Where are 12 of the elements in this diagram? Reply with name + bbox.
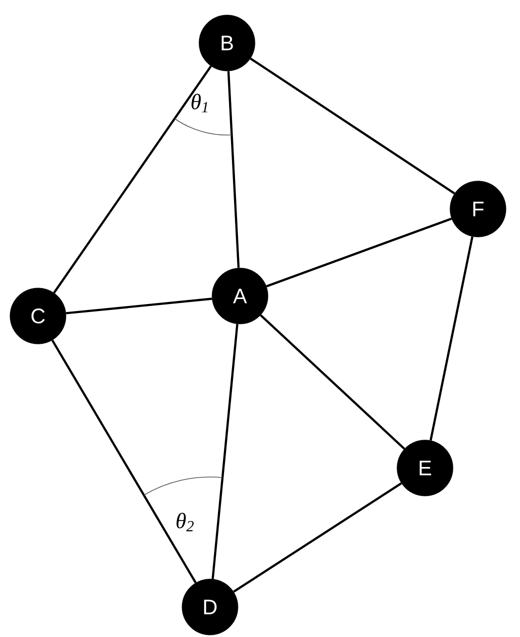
edge-line (260, 314, 406, 450)
edge-line (430, 236, 474, 441)
edge-line (250, 58, 456, 194)
edge-line (266, 218, 452, 288)
edge-line (53, 66, 212, 294)
angle-label: θ$_{1}$ (192, 94, 208, 112)
edge-line (233, 482, 402, 593)
edge-line (51, 340, 197, 584)
edge-line (66, 298, 212, 314)
edge-line (212, 324, 238, 580)
edge-line (227, 71, 240, 268)
angle-label: θ$_{2}$ (176, 512, 194, 532)
